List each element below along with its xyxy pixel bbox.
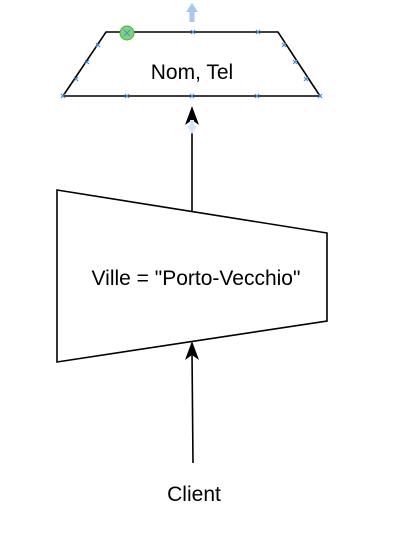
connection-point-icon[interactable]	[73, 76, 79, 82]
connection-point-icon[interactable]	[281, 42, 287, 48]
selection-label: Ville = "Porto-Vecchio"	[92, 267, 301, 290]
source-label[interactable]: Client	[167, 483, 221, 506]
edit-handle-icon[interactable]	[119, 25, 135, 41]
connection-point-icon[interactable]	[124, 93, 130, 99]
connection-point-icon[interactable]	[292, 59, 298, 65]
projection-node[interactable]: Nom, Tel	[61, 31, 322, 97]
connection-point-icon[interactable]	[317, 93, 323, 99]
connection-point-icon[interactable]	[303, 76, 309, 82]
selection-node[interactable]: Ville = "Porto-Vecchio"	[56, 189, 328, 363]
connection-point-icon[interactable]	[255, 29, 261, 35]
connection-point-icon[interactable]	[254, 93, 260, 99]
connection-point-icon[interactable]	[60, 93, 66, 99]
connection-point-icon[interactable]	[95, 42, 101, 48]
connection-point-icon[interactable]	[190, 29, 196, 35]
connection-points[interactable]	[60, 29, 323, 99]
add-connection-down-arrow-icon[interactable]	[187, 120, 197, 134]
edge-client-to-selection[interactable]	[185, 341, 199, 464]
projection-label: Nom, Tel	[151, 61, 233, 84]
connection-point-icon[interactable]	[189, 93, 195, 99]
connection-point-icon[interactable]	[84, 59, 90, 65]
add-connection-up-arrow-icon[interactable]	[186, 3, 198, 22]
